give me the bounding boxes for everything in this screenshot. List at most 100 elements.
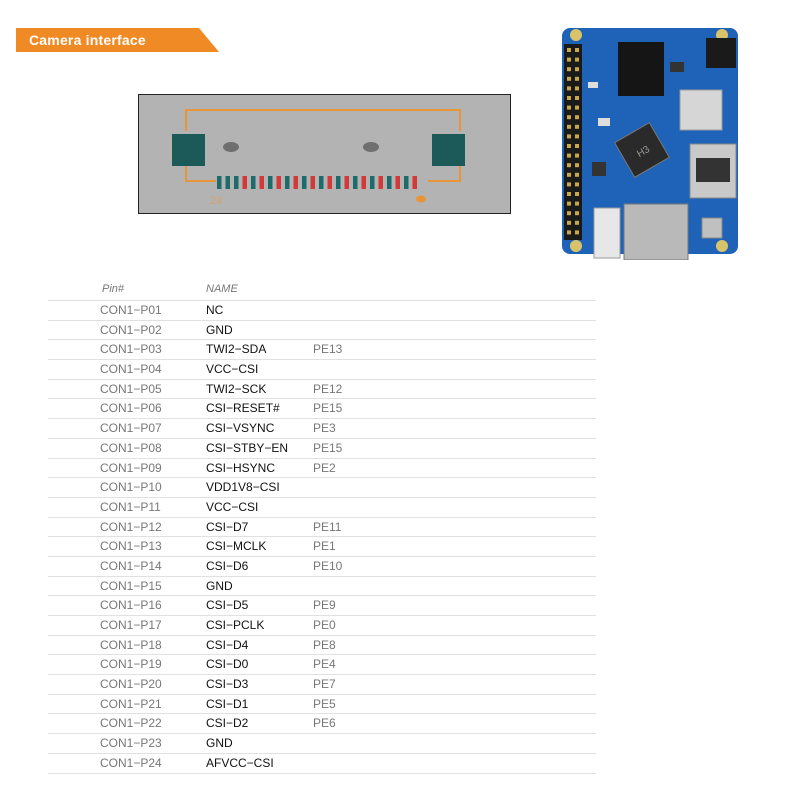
gpio-pin [575, 48, 579, 52]
sd-slot [679, 89, 723, 131]
pin-cell: CON1−P23 [100, 736, 162, 751]
gpio-cell: PE9 [313, 598, 336, 613]
connector-pin [310, 176, 315, 189]
soc-chip: H3 [613, 121, 671, 179]
pin-cell: CON1−P19 [100, 657, 162, 672]
name-cell: TWI2−SCK [206, 381, 267, 396]
pin-cell: CON1−P08 [100, 440, 162, 455]
connector-pin [217, 176, 222, 189]
gpio-pin [575, 76, 579, 81]
gpio-cell: PE6 [313, 716, 336, 731]
name-cell: GND [206, 578, 233, 593]
name-cell: CSI−RESET# [206, 401, 280, 416]
name-cell: CSI−PCLK [206, 618, 265, 632]
gpio-pin [567, 220, 571, 225]
gpio-pin [567, 211, 571, 216]
gpio-pin [575, 144, 579, 148]
pin-cell: CON1−P14 [100, 558, 162, 573]
name-cell: CSI−STBY−EN [206, 440, 289, 455]
gpio-cell: PE3 [313, 421, 336, 436]
header-name: NAME [206, 283, 238, 295]
pin-cell: CON1−P09 [100, 460, 162, 475]
micro-usb-port [701, 217, 723, 239]
connector-pin [387, 176, 392, 189]
pin-cell: CON1−P13 [100, 539, 162, 554]
gpio-pin [567, 76, 571, 81]
connector-pin [404, 176, 409, 189]
connector-pin [412, 176, 417, 189]
name-cell: CSI−MCLK [206, 539, 267, 554]
right-mounting-pad [432, 134, 465, 166]
name-cell: GND [206, 322, 233, 337]
gpio-pin [575, 220, 579, 225]
pin-cell: CON1−P15 [100, 578, 162, 593]
mount-hole [570, 29, 582, 41]
connector-pin [344, 176, 349, 189]
name-cell: CSI−D3 [206, 677, 249, 692]
pin-cell: CON1−P17 [100, 618, 162, 632]
name-cell: NC [206, 303, 224, 317]
name-cell: AFVCC−CSI [206, 755, 274, 770]
mount-hole [570, 240, 582, 252]
hdmi-opening [696, 158, 730, 182]
connector-pin [353, 176, 358, 189]
gpio-pin [567, 134, 571, 139]
connector-pin [370, 176, 375, 189]
connector-drawing: 24 [138, 94, 511, 214]
gpio-pin [575, 153, 579, 158]
connector-pins [217, 176, 417, 189]
name-cell: CSI−D2 [206, 716, 249, 731]
gpio-pin [575, 105, 579, 110]
left-mounting-pad [172, 134, 205, 166]
pin-cell: CON1−P24 [100, 755, 162, 770]
name-cell: GND [206, 736, 233, 751]
pin-cell: CON1−P20 [100, 677, 162, 692]
pin-cell: CON1−P07 [100, 421, 162, 436]
gpio-cell: PE7 [313, 677, 336, 692]
pin-cell: CON1−P11 [100, 499, 161, 514]
gpio-header [564, 44, 582, 240]
ethernet-port [623, 203, 689, 261]
first-pin-label: 24 [210, 195, 222, 207]
gpio-cell: PE10 [313, 558, 343, 573]
gpio-pin [567, 48, 571, 52]
gpio-pin [575, 115, 579, 120]
pin-cell: CON1−P05 [100, 381, 162, 396]
banner-title: Camera interface [29, 32, 146, 48]
gpio-pin [567, 105, 571, 110]
connector-pin [395, 176, 400, 189]
gpio-pin [575, 201, 579, 206]
gpio-cell: PE4 [313, 657, 336, 672]
gpio-cell: PE0 [313, 618, 336, 632]
gpio-pin [575, 172, 579, 177]
table-row: CON1−P20 CSI−D3 PE7 [48, 675, 596, 695]
header-pin: Pin# [102, 283, 125, 295]
smd-part [670, 62, 684, 72]
pin1-marker [416, 195, 426, 203]
pin-cell: CON1−P04 [100, 362, 162, 377]
gpio-pin [567, 201, 571, 206]
name-cell: TWI2−SDA [206, 342, 267, 357]
left-alignment-hole [223, 142, 239, 152]
connector-pin [302, 176, 307, 189]
name-cell: CSI−D5 [206, 598, 249, 613]
smd-part [592, 162, 606, 176]
audio-jack [706, 38, 736, 68]
name-cell: CSI−HSYNC [206, 460, 276, 475]
usb-port [593, 207, 621, 259]
pin-cell: CON1−P06 [100, 401, 162, 416]
pin-cell: CON1−P12 [100, 519, 162, 534]
gpio-pin [567, 96, 571, 100]
